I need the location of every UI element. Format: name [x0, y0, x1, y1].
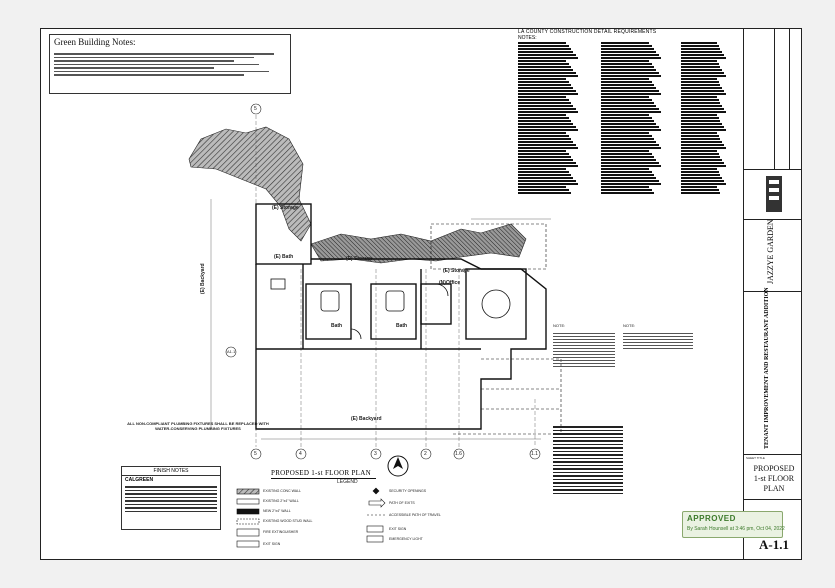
room-bath-b: Bath — [396, 323, 408, 329]
legend-item-5: EXIT SIGN — [263, 542, 281, 546]
sheet-title-line-3: PLAN — [763, 484, 785, 493]
la-county-notes-label: NOTES: — [518, 35, 537, 41]
note-lines-b — [623, 331, 693, 351]
sheet-title-label: SHEET TITLE — [746, 456, 765, 460]
approved-stamp: APPROVED By Sarah Hounsell at 3:46 pm, O… — [682, 511, 785, 538]
legend-item-2: NEW 2"x4" WALL — [263, 509, 291, 513]
note-lines-a — [553, 331, 615, 369]
plumbing-note: ALL NON-COMPLIANT PLUMBING FIXTURES SHAL… — [127, 421, 269, 431]
green-notes-title: Green Building Notes: — [54, 37, 136, 47]
sheet-title-line-1: PROPOSED — [753, 464, 795, 473]
firm-logo — [754, 174, 794, 214]
floor-plan-drawing — [188, 103, 562, 548]
notes-column-2 — [601, 34, 679, 194]
legend-item-3: EXISTING WOOD STUD WALL — [263, 519, 313, 523]
legend-item-8: ACCESSIBLE PATH OF TRAVEL — [389, 513, 441, 517]
bottom-notes-list — [553, 424, 623, 496]
legend-item-9: EXIT SIGN — [389, 527, 407, 531]
grid-marker-5-bottom: 5 — [254, 451, 257, 457]
sheet-title-line-2: 1-st FLOOR — [753, 474, 795, 483]
note-label-a: NOTE: — [553, 323, 566, 328]
green-building-notes: Green Building Notes: — [49, 34, 291, 94]
room-storage-top: (E) Storage — [272, 205, 299, 211]
project-description: TENANT IMPROVEMENT AND RESTAURANT ADDITI… — [764, 287, 770, 449]
grid-marker-1-6: 1.6 — [455, 451, 462, 457]
room-backyard-bottom: (E) Backyard — [351, 416, 382, 422]
legend-item-6: SECURITY OPENINGS — [389, 489, 427, 493]
drawing-sheet: Green Building Notes: LA COUNTY CONSTRUC… — [40, 28, 802, 560]
plan-title: PROPOSED 1-st FLOOR PLAN — [271, 469, 371, 477]
room-storage-mid: (E) Storage — [346, 256, 373, 262]
notes-column-1 — [518, 34, 596, 194]
room-storage-right: (E) Storage — [443, 268, 470, 274]
revisions-table — [744, 29, 801, 170]
room-office: (N)Office — [439, 280, 461, 286]
legend-item-7: PATH OF EXITS — [389, 501, 415, 505]
legend-title: LEGEND — [337, 479, 358, 485]
la-county-title: LA COUNTY CONSTRUCTION DETAIL REQUIREMEN… — [518, 29, 657, 35]
note-label-b: NOTE: — [623, 323, 636, 328]
grid-marker-5-top: 5 — [254, 106, 257, 112]
legend-item-4: FIRE EXTINGUISHER — [263, 530, 299, 534]
grid-marker-4: 4 — [299, 451, 302, 457]
legend-item-1: EXISTING 2"x4" WALL — [263, 499, 299, 503]
title-block: JAZZYE GARDEN TENANT IMPROVEMENT AND RES… — [743, 29, 801, 559]
finish-notes: FINISH NOTES CALGREEN — [121, 466, 221, 530]
sheet-number: A-1.1 — [759, 537, 789, 552]
grid-marker-3: 3 — [374, 451, 377, 457]
notes-column-3 — [681, 34, 739, 194]
legend-item-10: EMERGENCY LIGHT — [389, 537, 423, 541]
finish-notes-subtitle: CALGREEN — [125, 477, 154, 483]
approved-status: APPROVED — [687, 514, 736, 523]
room-bath-a: Bath — [331, 323, 343, 329]
approved-by: By Sarah Hounsell at 3:46 pm, Oct 04, 20… — [687, 526, 785, 532]
room-backyard-left: (E) Backyard — [200, 263, 206, 294]
grid-marker-2: 2 — [424, 451, 427, 457]
legend-item-0: EXISTING CONC WALL — [263, 489, 301, 493]
green-notes-lines — [54, 51, 284, 78]
room-bath-left: (E) Bath — [274, 254, 294, 260]
plan-title-underline — [271, 478, 376, 479]
finish-notes-title: FINISH NOTES — [122, 467, 220, 476]
project-name: JAZZYE GARDEN — [766, 219, 775, 284]
grid-marker-a1-1: A1.1 — [227, 349, 236, 354]
grid-marker-1-1: 1.1 — [531, 451, 538, 457]
